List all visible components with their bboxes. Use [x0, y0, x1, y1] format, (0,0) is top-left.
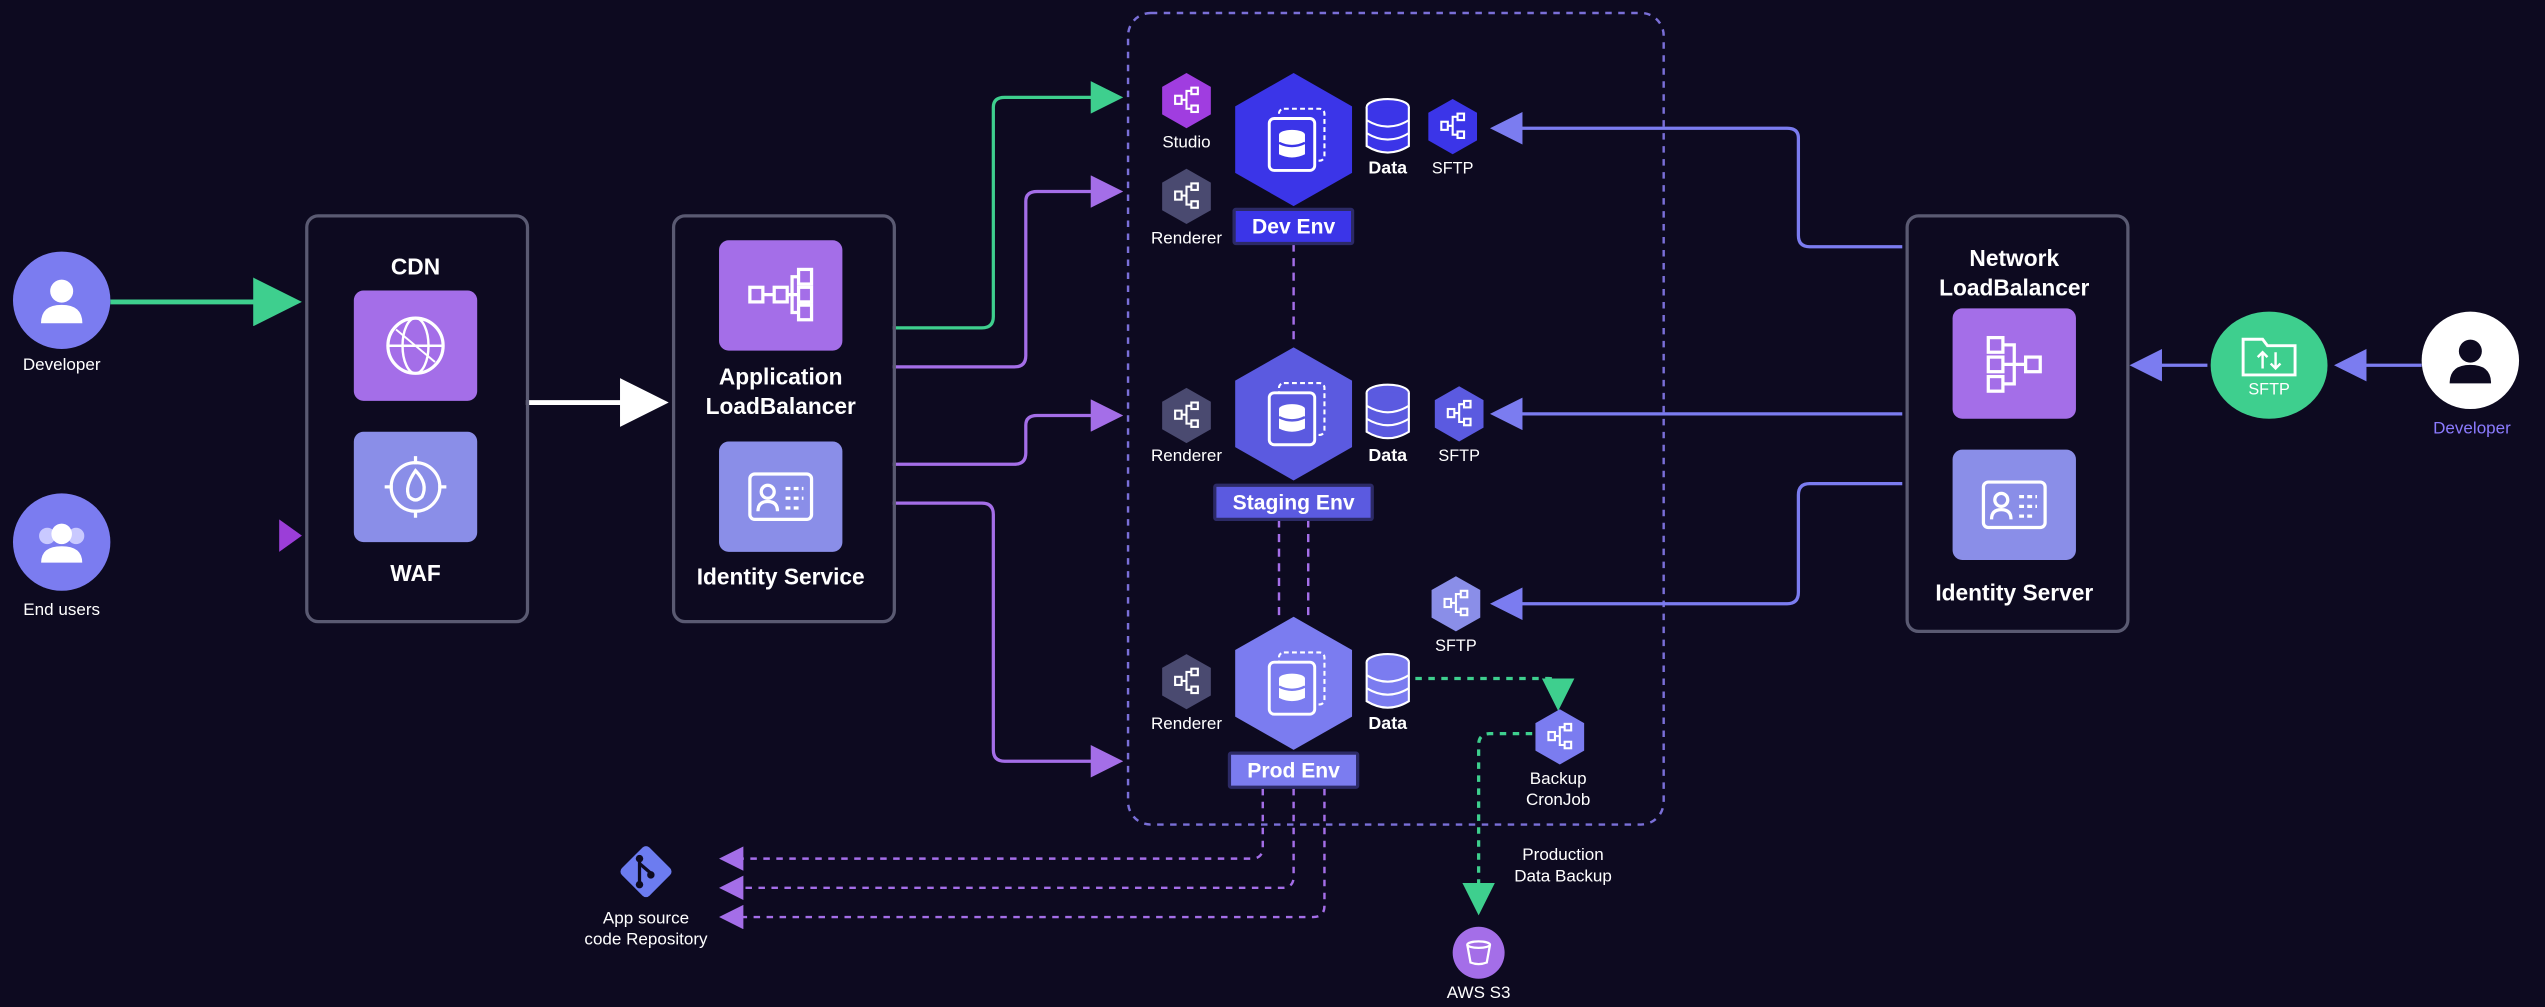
- dev-renderer-hex-icon: [1162, 168, 1211, 224]
- staging-data-icon: [1365, 383, 1410, 440]
- studio-label: Studio: [1162, 133, 1211, 153]
- end-users-avatar: [12, 493, 111, 591]
- end-users-label: End users: [23, 600, 101, 621]
- git-icon: [620, 846, 672, 898]
- developer-right-label: Developer: [2433, 418, 2511, 439]
- dev-env-hex-icon: [1235, 73, 1353, 207]
- nlb-identity-group: [1905, 214, 2130, 634]
- developer-label: Developer: [22, 355, 101, 375]
- dev-data-label: Data: [1368, 159, 1408, 179]
- bucket-icon: [1466, 940, 1492, 966]
- cdn-waf-group: [305, 214, 530, 624]
- staging-sftp-label: SFTP: [1438, 447, 1480, 466]
- identity-service-tile: [719, 441, 843, 552]
- staging-sftp-hex-icon: [1434, 386, 1484, 442]
- staging-data-label: Data: [1368, 446, 1408, 466]
- prod-sftp-hex-icon: [1431, 576, 1481, 632]
- folder-transfer-icon: [2241, 336, 2297, 376]
- prod-data-label: Data: [1368, 714, 1408, 734]
- dev-sftp-hex-icon: [1428, 99, 1478, 155]
- backup-cronjob-hex-icon: [1535, 709, 1585, 765]
- network-icon: [748, 267, 814, 322]
- prod-renderer-label: Renderer: [1150, 714, 1223, 734]
- person-icon: [2449, 339, 2492, 384]
- edge-data-backup: [1415, 676, 1575, 711]
- studio-hex-icon: [1162, 73, 1211, 129]
- sftp-gateway-label: SFTP: [2248, 380, 2290, 399]
- id-card-icon: [1981, 480, 2047, 530]
- prod-data-icon: [1365, 653, 1410, 709]
- waf-tile: [353, 431, 478, 543]
- edge-staging-repo: [719, 788, 1295, 901]
- environments-container: [1126, 11, 1665, 826]
- dev-data-icon: [1365, 97, 1410, 154]
- prod-env-tag: Prod Env: [1227, 751, 1360, 789]
- identity-server-tile: [1952, 449, 2076, 560]
- edge-alb-staging-renderer: [892, 399, 1124, 466]
- edge-nlb-dev-sftp: [1490, 111, 1903, 249]
- edge-backup-s3: [1462, 732, 1533, 916]
- identity-service-label: Identity Service: [696, 563, 865, 590]
- staging-env-hex-icon: [1235, 347, 1353, 481]
- cdn-label: CDN: [390, 253, 441, 280]
- cdn-tile: [353, 290, 478, 401]
- edge-alb-prod-renderer: [892, 501, 1124, 778]
- users-icon: [39, 523, 85, 563]
- globe-icon: [386, 316, 445, 375]
- prod-env-hex-icon: [1235, 616, 1353, 750]
- production-backup-label: Production Data Backup: [1514, 845, 1612, 887]
- person-icon: [40, 279, 83, 324]
- identity-server-label: Identity Server: [1935, 579, 2094, 606]
- staging-renderer-label: Renderer: [1150, 446, 1223, 466]
- aws-s3-label: AWS S3: [1446, 983, 1511, 1004]
- sftp-gateway-node: SFTP: [2210, 311, 2328, 419]
- alb-identity-group: [671, 214, 896, 624]
- edge-nlb-prod-sftp: [1490, 482, 1903, 621]
- dev-env-tag: Dev Env: [1232, 207, 1355, 246]
- edge-alb-dev-renderer: [892, 175, 1124, 369]
- app-repo-label: App source code Repository: [584, 908, 708, 950]
- network-icon: [1986, 335, 2042, 393]
- edge-alb-studio: [892, 81, 1124, 330]
- staging-renderer-hex-icon: [1162, 387, 1211, 444]
- dev-renderer-label: Renderer: [1150, 228, 1223, 249]
- nlb-label: Network LoadBalancer: [1939, 245, 2090, 301]
- waf-label: WAF: [390, 559, 441, 586]
- id-card-icon: [748, 472, 814, 522]
- backup-cronjob-label: Backup CronJob: [1525, 769, 1591, 810]
- dev-sftp-label: SFTP: [1431, 160, 1474, 179]
- firewall-icon: [384, 456, 447, 518]
- aws-s3-node: [1452, 926, 1505, 979]
- alb-tile: [719, 240, 843, 351]
- nlb-tile: [1952, 308, 2076, 419]
- prod-sftp-label: SFTP: [1435, 637, 1477, 656]
- staging-env-tag: Staging Env: [1213, 483, 1375, 522]
- edge-prod-repo: [719, 788, 1264, 871]
- developer-avatar: [12, 251, 111, 349]
- edge-dev-repo: [719, 788, 1326, 930]
- developer-right-avatar: [2421, 311, 2520, 410]
- alb-label: Application LoadBalancer: [705, 363, 856, 419]
- prod-renderer-hex-icon: [1162, 654, 1211, 710]
